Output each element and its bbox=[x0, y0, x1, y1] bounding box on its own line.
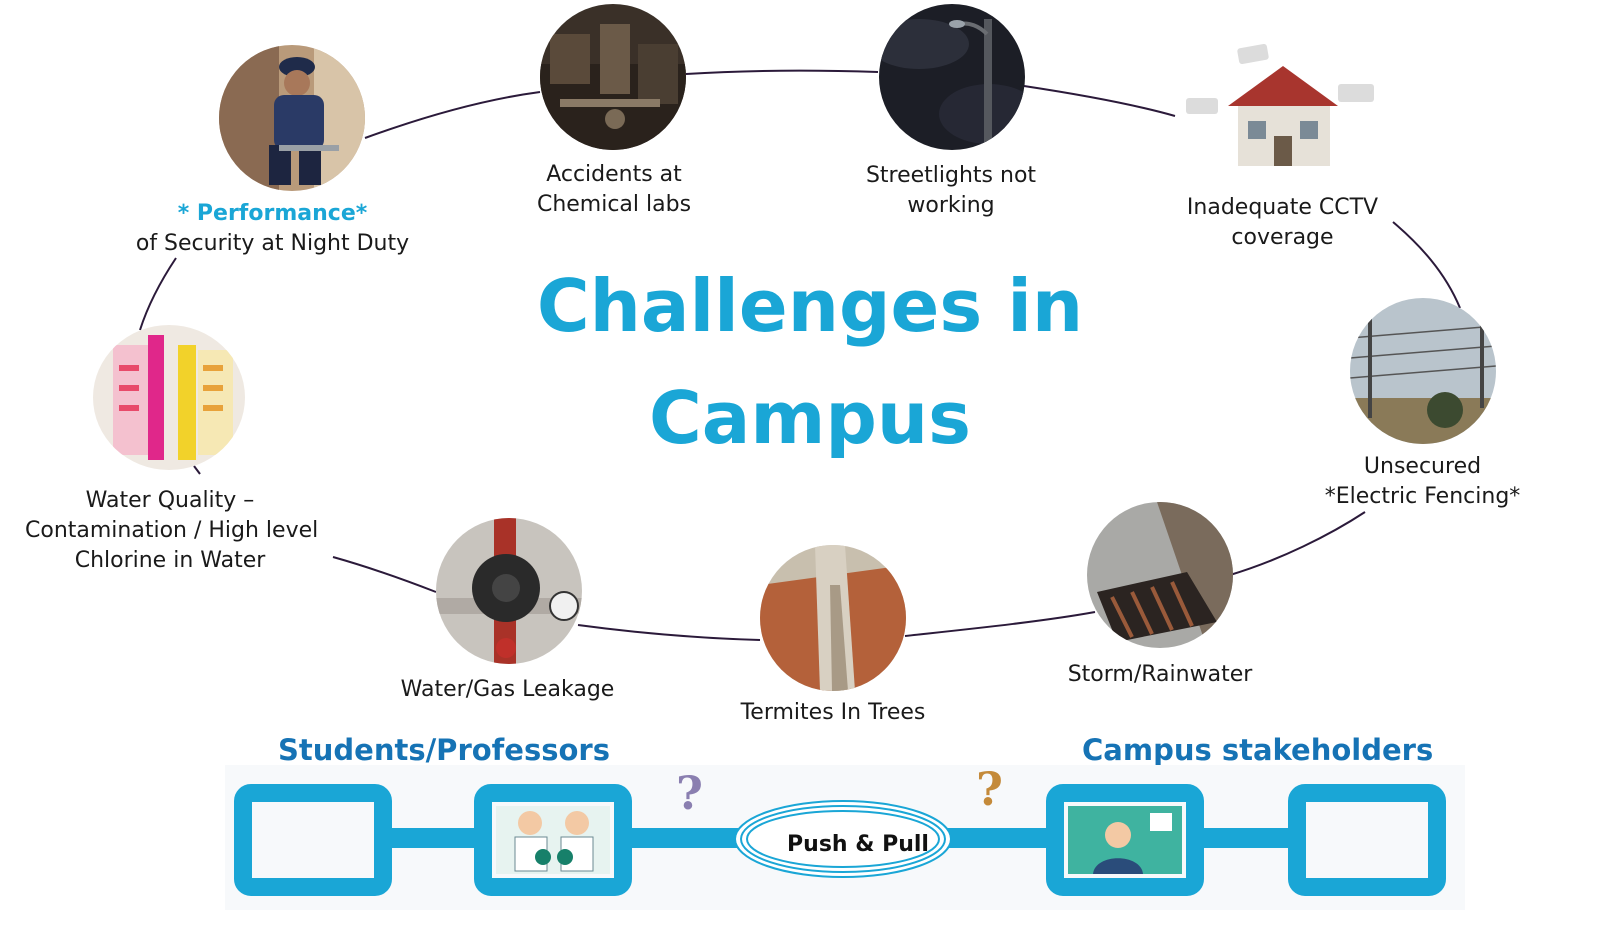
label-chemical: Accidents at Chemical labs bbox=[520, 160, 708, 220]
label-water: Water Quality – Contamination / High lev… bbox=[25, 486, 319, 576]
label-fencing: Unsecured *Electric Fencing* bbox=[1320, 452, 1525, 512]
electric-fence-photo bbox=[1350, 298, 1496, 444]
label-streetlight: Streetlights not working bbox=[855, 161, 1047, 221]
label-cctv: Inadequate CCTV coverage bbox=[1180, 193, 1385, 253]
title-line-1: Challenges in bbox=[536, 264, 1084, 348]
label-storm: Storm/Rainwater bbox=[1055, 660, 1265, 690]
chain-link-stakeholders bbox=[1046, 784, 1204, 896]
question-mark-icon: ? bbox=[676, 766, 703, 820]
label-leakage: Water/Gas Leakage bbox=[385, 675, 630, 705]
storm-drain-photo bbox=[1087, 502, 1233, 648]
sleeping-guard-photo bbox=[219, 45, 365, 191]
fencing-caption-1: Unsecured bbox=[1363, 454, 1482, 479]
push-pull-label: Push & Pull bbox=[787, 832, 929, 857]
title-line-2: Campus bbox=[648, 376, 972, 460]
label-security: * Performance* of Security at Night Duty bbox=[130, 199, 415, 259]
stakeholders-heading: Campus stakeholders bbox=[1082, 733, 1434, 767]
chemical-caption-1: Accidents at bbox=[546, 162, 682, 187]
storm-caption: Storm/Rainwater bbox=[1067, 662, 1253, 687]
fencing-caption-2: *Electric Fencing* bbox=[1324, 484, 1521, 509]
streetlight-caption-1: Streetlights not bbox=[865, 163, 1037, 188]
chain-link-students bbox=[474, 784, 632, 896]
streetlight-caption-2: working bbox=[907, 193, 995, 218]
termite-tree-photo bbox=[760, 545, 906, 691]
question-mark-icon: ? bbox=[976, 762, 1003, 816]
cctv-house-photo bbox=[1178, 36, 1386, 174]
leakage-caption: Water/Gas Leakage bbox=[400, 677, 615, 702]
burnt-lab-photo bbox=[540, 4, 686, 150]
security-caption: of Security at Night Duty bbox=[135, 231, 410, 256]
chain-link-left bbox=[234, 784, 392, 896]
page-title: Challenges in Campus bbox=[520, 250, 1100, 474]
water-caption-1: Water Quality – bbox=[85, 488, 255, 513]
termites-caption: Termites In Trees bbox=[740, 700, 926, 725]
streetlight-photo bbox=[879, 4, 1025, 150]
water-caption-3: Chlorine in Water bbox=[74, 548, 266, 573]
chain-link-right bbox=[1288, 784, 1446, 896]
water-test-kit-photo bbox=[93, 325, 245, 470]
label-termites: Termites In Trees bbox=[728, 698, 938, 728]
chemical-caption-2: Chemical labs bbox=[536, 192, 692, 217]
push-pull-chain bbox=[225, 765, 1465, 910]
security-highlight: * Performance* bbox=[177, 201, 368, 226]
valve-pipe-photo bbox=[436, 518, 582, 664]
cctv-caption-1: Inadequate CCTV bbox=[1186, 195, 1379, 220]
water-caption-2: Contamination / High level bbox=[25, 518, 319, 543]
cctv-caption-2: coverage bbox=[1231, 225, 1334, 250]
students-heading: Students/Professors bbox=[278, 733, 610, 767]
